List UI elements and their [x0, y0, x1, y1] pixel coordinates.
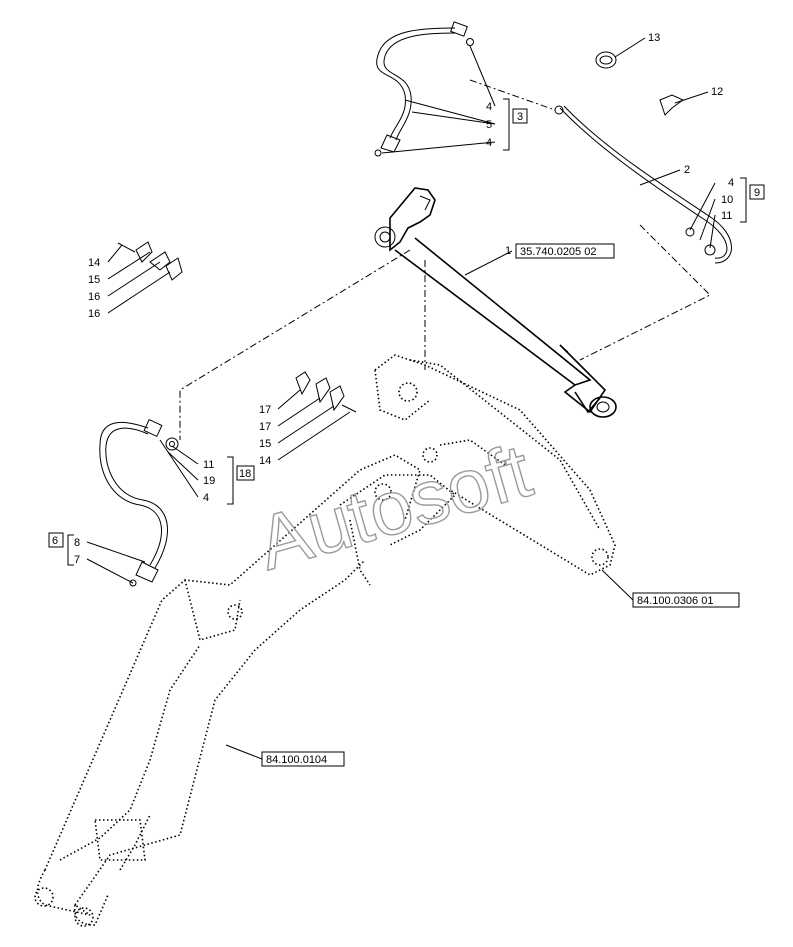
- callout-10: 10: [721, 194, 733, 206]
- clamp-14-16: [117, 241, 183, 281]
- ref-box-cylinder: [515, 243, 615, 259]
- callout-16: 16: [88, 291, 100, 303]
- callout-15: 15: [88, 274, 100, 286]
- boom-arm: [34, 447, 457, 927]
- assembly-lines: [179, 79, 711, 440]
- hose-lower: [99, 418, 179, 587]
- group-box-9: [749, 184, 765, 200]
- callout-11: 11: [721, 210, 732, 222]
- group-number-3: 3: [517, 111, 523, 123]
- ref-box-boom: [261, 751, 345, 767]
- callout-12: 12: [711, 86, 723, 98]
- group-box-3: [512, 108, 528, 124]
- ref-dipper: 84.100.0306 01: [637, 595, 713, 607]
- callout-4: 4: [486, 137, 492, 149]
- ref-cylinder: 35.740.0205 02: [520, 246, 596, 258]
- callout-14: 14: [259, 455, 271, 467]
- callout-11: 11: [203, 459, 214, 471]
- bracket-12: [659, 94, 684, 116]
- hose-clip: [595, 51, 617, 69]
- group-number-18: 18: [239, 468, 251, 480]
- hydraulic-cylinder: [374, 187, 617, 418]
- hose-upper: [374, 21, 474, 157]
- dipper-arm: [374, 354, 616, 576]
- callout-5: 5: [486, 119, 492, 131]
- callout-13: 13: [648, 32, 660, 44]
- group-box-6: [48, 532, 64, 548]
- callout-1: 1: [505, 245, 511, 257]
- callout-4: 4: [203, 492, 209, 504]
- group-number-9: 9: [754, 187, 760, 199]
- callout-4: 4: [728, 177, 734, 189]
- callout-4: 4: [486, 101, 492, 113]
- group-number-6: 6: [52, 535, 58, 547]
- group-brackets: [67, 98, 747, 566]
- clamp-14-17: [295, 371, 357, 413]
- callout-2: 2: [684, 164, 690, 176]
- watermark: Autosoft: [249, 428, 540, 587]
- ref-boom: 84.100.0104: [266, 754, 327, 766]
- callout-17: 17: [259, 404, 271, 416]
- callout-14: 14: [88, 257, 100, 269]
- callout-16: 16: [88, 308, 100, 320]
- ref-box-dipper: [632, 592, 740, 608]
- callout-19: 19: [203, 475, 215, 487]
- callout-17: 17: [259, 421, 271, 433]
- callout-7: 7: [74, 554, 80, 566]
- callout-15: 15: [259, 438, 271, 450]
- callout-8: 8: [74, 537, 80, 549]
- leader-lines: [86, 37, 716, 760]
- pipe: [554, 105, 732, 264]
- callout-labels: 13 12 4 5 4 3 2 4 10 11 9 1 35.740.0205 …: [52, 32, 760, 766]
- group-box-18: [236, 465, 255, 481]
